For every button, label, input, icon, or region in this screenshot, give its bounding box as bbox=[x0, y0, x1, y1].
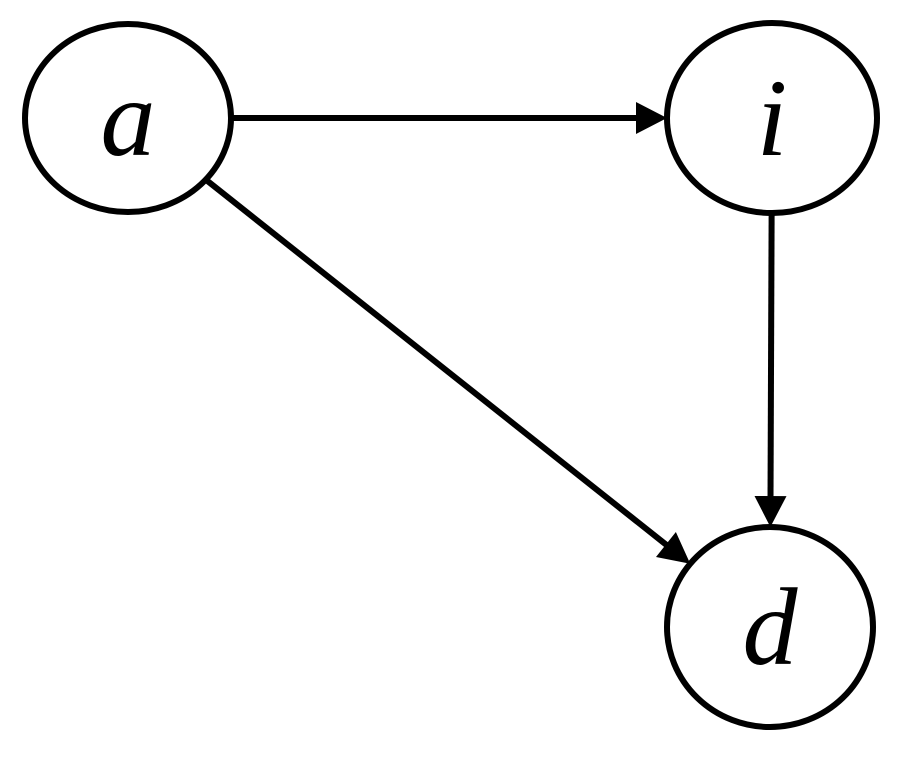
node-i-label: i bbox=[757, 57, 788, 179]
node-i-circle bbox=[664, 20, 880, 216]
arrowhead-icon bbox=[636, 102, 667, 134]
node-i: i bbox=[664, 20, 880, 216]
edges-layer bbox=[203, 102, 787, 564]
edge-a-d-line bbox=[203, 177, 670, 549]
arrowhead-icon bbox=[754, 495, 787, 528]
node-a-label: a bbox=[101, 57, 156, 179]
edge-i-d-line bbox=[767, 212, 775, 499]
nodes-layer: a i d bbox=[22, 20, 880, 730]
edge-a-i bbox=[231, 102, 667, 134]
edge-a-d bbox=[203, 177, 691, 564]
node-a: a bbox=[22, 21, 234, 215]
node-a-circle bbox=[22, 21, 234, 215]
edge-i-d bbox=[754, 212, 787, 528]
node-d-label: d bbox=[743, 566, 799, 688]
node-d: d bbox=[664, 524, 876, 730]
arrowhead-icon bbox=[655, 531, 691, 564]
node-d-circle bbox=[664, 524, 876, 730]
